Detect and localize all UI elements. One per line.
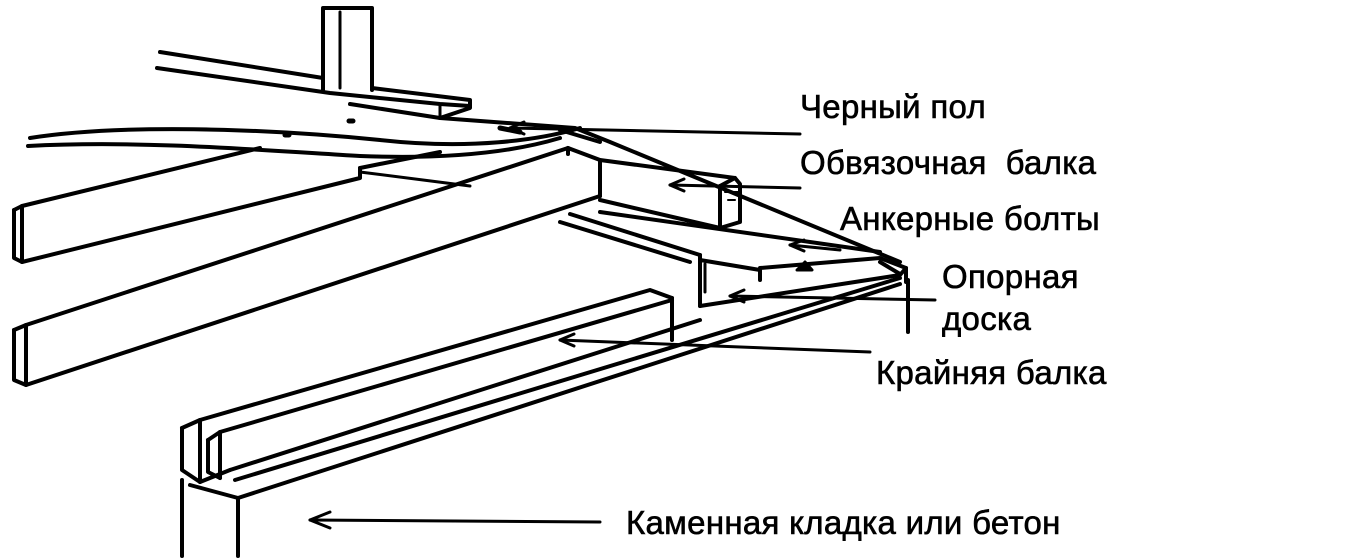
label-sill-plate: Опорная доска — [942, 256, 1079, 340]
label-subfloor: Черный пол — [800, 88, 986, 125]
stud-post — [321, 6, 374, 92]
foundation-block — [180, 478, 240, 558]
joist-1 — [12, 146, 442, 264]
label-anchor-bolts: Анкерные болты — [840, 200, 1101, 237]
joist-2 — [12, 146, 602, 387]
label-foundation: Каменная кладка или бетон — [626, 504, 1061, 541]
rim-beam-block — [598, 158, 742, 230]
subfloor-sheet — [26, 116, 902, 264]
label-end-joist: Крайняя балка — [876, 354, 1107, 391]
sill-plate — [698, 253, 910, 334]
leader-lines — [308, 120, 937, 530]
front-joist-pair — [180, 276, 902, 510]
label-rim-beam: Обвязочная балка — [800, 144, 1097, 181]
joist-3 — [558, 210, 882, 264]
label-sill-plate-line1: Опорная — [942, 258, 1079, 296]
label-sill-plate-line2: доска — [942, 299, 1032, 338]
subfloor-board — [155, 50, 472, 120]
